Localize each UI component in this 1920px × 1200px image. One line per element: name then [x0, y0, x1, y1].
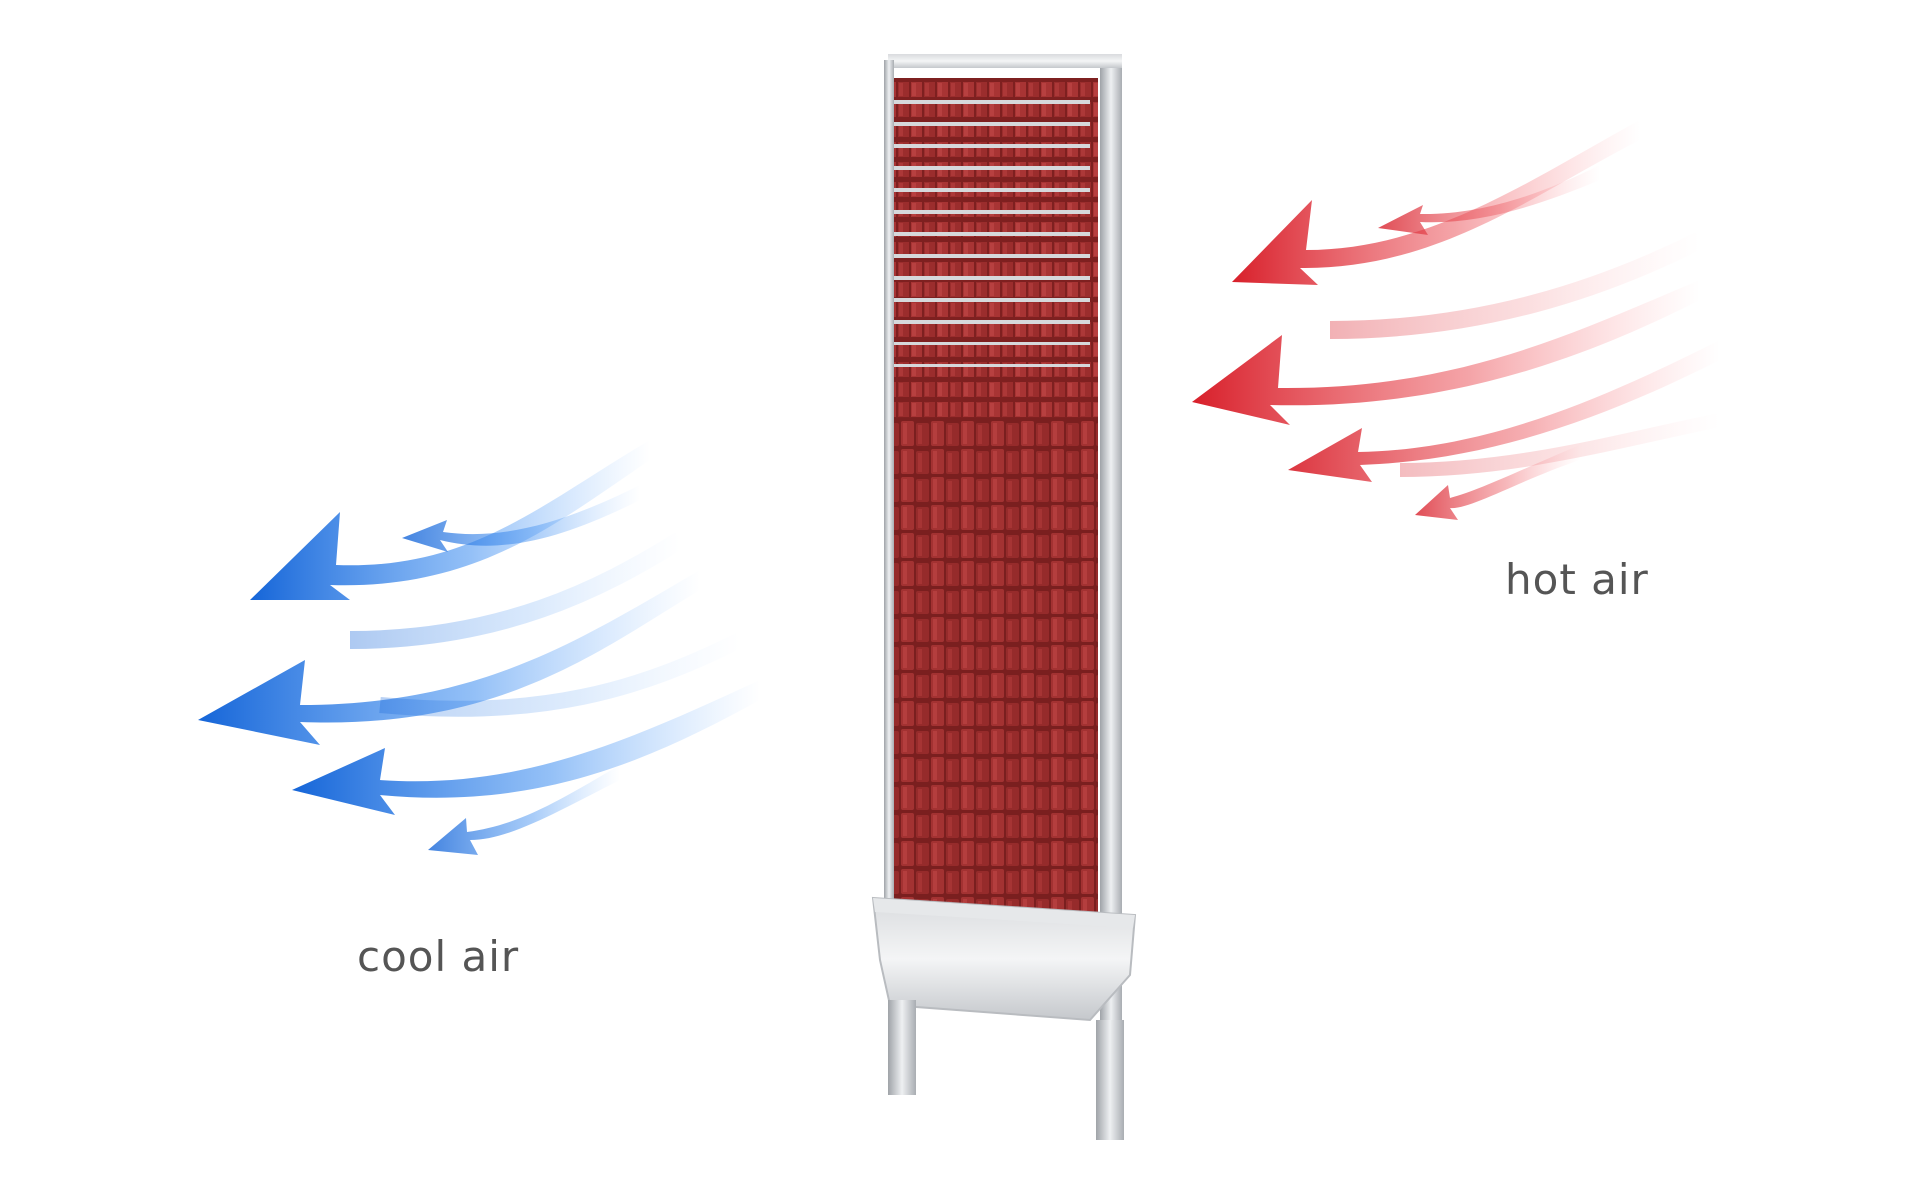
cool-air-arrow: [250, 440, 650, 600]
cooling-pad: [888, 418, 1098, 923]
hot-air-arrow: [1192, 280, 1700, 425]
hot-air-arrow: [1288, 340, 1720, 482]
frame-top-bar: [888, 54, 1122, 68]
hot-air-label: hot air: [1505, 555, 1649, 604]
cooling-pad: [888, 78, 1098, 418]
leg-left: [888, 1000, 916, 1095]
hot-air-arrows: [1192, 120, 1722, 520]
cool-air-arrows: [198, 440, 760, 855]
pad-slats: [890, 100, 1090, 367]
hot-air-arrow: [1232, 120, 1640, 285]
frame-post-left: [884, 60, 894, 930]
cooling-pad-unit: [871, 54, 1137, 1140]
hot-air-arrow: [1378, 165, 1600, 235]
cool-air-label: cool air: [357, 932, 520, 981]
cool-air-arrow: [428, 765, 620, 855]
cool-air-arrow: [402, 485, 640, 552]
leg-right: [1096, 1020, 1124, 1140]
frame-post-right: [1100, 54, 1122, 1139]
cool-air-arrow: [198, 570, 700, 745]
cool-air-arrow: [292, 680, 760, 815]
